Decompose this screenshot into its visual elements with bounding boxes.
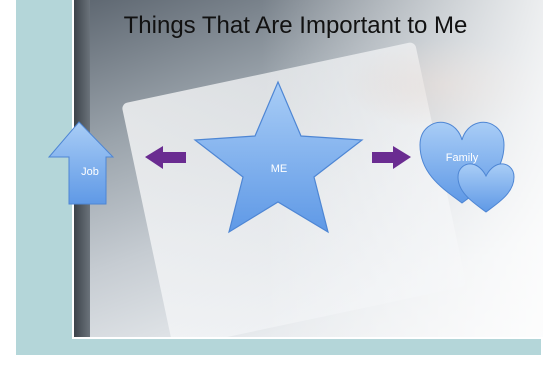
me-label: ME xyxy=(270,163,288,175)
arrow-left-icon xyxy=(145,146,186,169)
arrow-right-icon xyxy=(372,146,411,169)
slide-title: Things That Are Important to Me xyxy=(123,12,468,39)
job-arrow-shape[interactable] xyxy=(47,121,115,205)
small-heart-shape xyxy=(457,163,515,213)
me-star-shape[interactable] xyxy=(193,80,364,234)
family-label: Family xyxy=(445,152,479,164)
job-label: Job xyxy=(81,166,99,178)
